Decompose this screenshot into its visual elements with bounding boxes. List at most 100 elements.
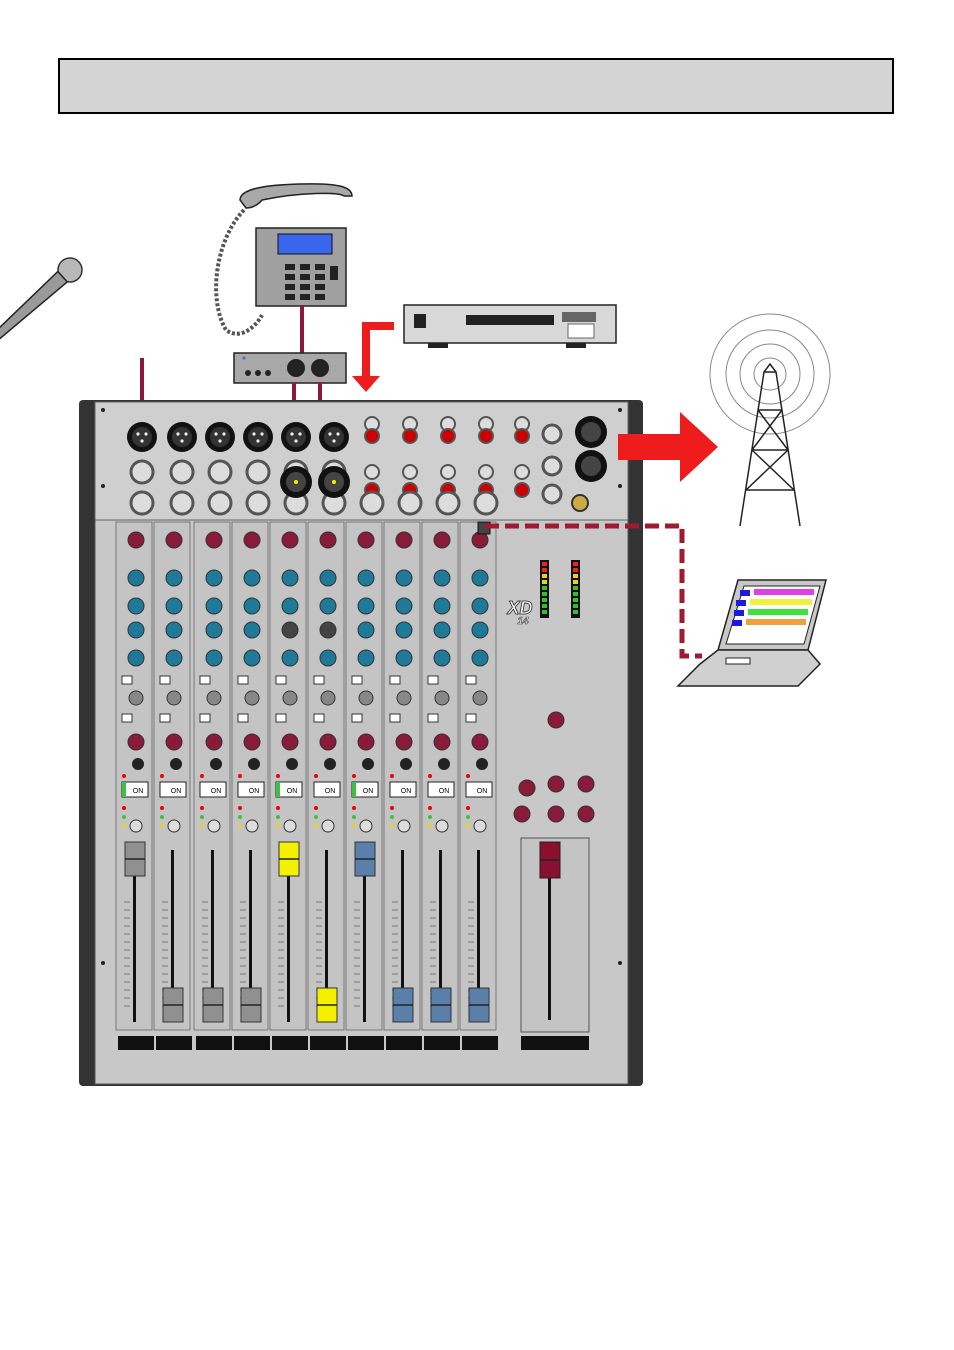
- aux-knob: [245, 691, 259, 705]
- cd-arrow: [366, 326, 394, 378]
- scribble-strip: [348, 1036, 384, 1050]
- pfl-button: [474, 820, 486, 832]
- on-button-label: ON: [287, 788, 298, 795]
- aux-knob: [435, 691, 449, 705]
- aux-jack-3: [543, 485, 561, 503]
- eq-knob: [320, 622, 336, 638]
- peak-led: [276, 774, 280, 778]
- aux-jack-1: [543, 425, 561, 443]
- mixer-model-logo: XD: [506, 598, 532, 618]
- channel-strip-2: ON: [154, 522, 192, 1050]
- eq-knob: [320, 532, 336, 548]
- pfl-button: [168, 820, 180, 832]
- rca-4: [479, 429, 493, 443]
- peak-led: [238, 774, 242, 778]
- peak-led: [428, 774, 432, 778]
- pan-knob: [282, 734, 298, 750]
- eq-knob: [434, 570, 450, 586]
- eq-knob: [244, 622, 260, 638]
- on-button-label: ON: [439, 788, 450, 795]
- on-button-label: ON: [133, 788, 144, 795]
- clip-led: [210, 758, 222, 770]
- aux-knob: [321, 691, 335, 705]
- pfl-button: [436, 820, 448, 832]
- channel-strip-7: ON: [346, 522, 384, 1050]
- scribble-strip: [234, 1036, 270, 1050]
- eq-knob: [472, 622, 488, 638]
- eq-knob: [320, 570, 336, 586]
- aux-knob: [473, 691, 487, 705]
- channel-strip-8: ON: [384, 522, 422, 1050]
- pan-knob: [396, 734, 412, 750]
- aux-knob: [207, 691, 221, 705]
- channel-strip-5: ON: [270, 522, 308, 1050]
- on-button-label: ON: [171, 788, 182, 795]
- aux-button: [122, 714, 132, 722]
- phones-jack: [572, 495, 588, 511]
- pan-knob: [434, 734, 450, 750]
- channel-strip-6: ON: [308, 522, 346, 1050]
- eq-knob: [434, 598, 450, 614]
- peak-led: [390, 774, 394, 778]
- scribble-strip: [310, 1036, 346, 1050]
- on-button-label: ON: [477, 788, 488, 795]
- pfl-button: [246, 820, 258, 832]
- aux-button: [160, 714, 170, 722]
- pfl-button: [360, 820, 372, 832]
- pan-knob: [244, 734, 260, 750]
- eq-knob: [206, 570, 222, 586]
- mixer-model-number: 14: [517, 616, 529, 627]
- eq-knob: [396, 650, 412, 666]
- pan-knob: [206, 734, 222, 750]
- pfl-button: [284, 820, 296, 832]
- eq-knob: [472, 650, 488, 666]
- clip-led: [170, 758, 182, 770]
- pan-knob: [472, 734, 488, 750]
- channel-strip-10: ON: [460, 522, 498, 1050]
- master-knob-4: [578, 776, 594, 792]
- peak-led: [160, 774, 164, 778]
- stereo-jack-3: [437, 492, 459, 514]
- clip-led: [400, 758, 412, 770]
- aux-knob: [359, 691, 373, 705]
- insert-jack-1: [131, 492, 153, 514]
- eq-knob: [128, 570, 144, 586]
- aux-pre-button: [390, 676, 400, 684]
- eq-knob: [128, 650, 144, 666]
- eq-knob: [434, 650, 450, 666]
- eq-knob: [166, 598, 182, 614]
- rca-5: [515, 429, 529, 443]
- laptop-icon: [678, 580, 826, 686]
- jack-input-1: [131, 461, 153, 483]
- eq-knob: [396, 598, 412, 614]
- eq-knob: [206, 532, 222, 548]
- pan-knob: [358, 734, 374, 750]
- pfl-button: [322, 820, 334, 832]
- peak-led: [314, 774, 318, 778]
- jack-input-4: [247, 461, 269, 483]
- jack-input-2: [171, 461, 193, 483]
- aux-knob: [283, 691, 297, 705]
- eq-knob: [358, 598, 374, 614]
- eq-knob: [434, 622, 450, 638]
- aux-pre-button: [352, 676, 362, 684]
- jack-input-3: [209, 461, 231, 483]
- aux-knob: [129, 691, 143, 705]
- aux-pre-button: [122, 676, 132, 684]
- aux-pre-button: [238, 676, 248, 684]
- rca-3: [441, 429, 455, 443]
- clip-led: [248, 758, 260, 770]
- eq-knob: [206, 598, 222, 614]
- rca-2: [403, 465, 417, 479]
- on-button-label: ON: [211, 788, 222, 795]
- eq-knob: [282, 622, 298, 638]
- aux-button: [428, 714, 438, 722]
- channel-strip-3: ON: [194, 522, 232, 1050]
- eq-knob: [206, 650, 222, 666]
- insert-jack-3: [209, 492, 231, 514]
- eq-knob: [128, 622, 144, 638]
- scribble-strip: [156, 1036, 192, 1050]
- scribble-strip: [118, 1036, 154, 1050]
- aux-pre-button: [466, 676, 476, 684]
